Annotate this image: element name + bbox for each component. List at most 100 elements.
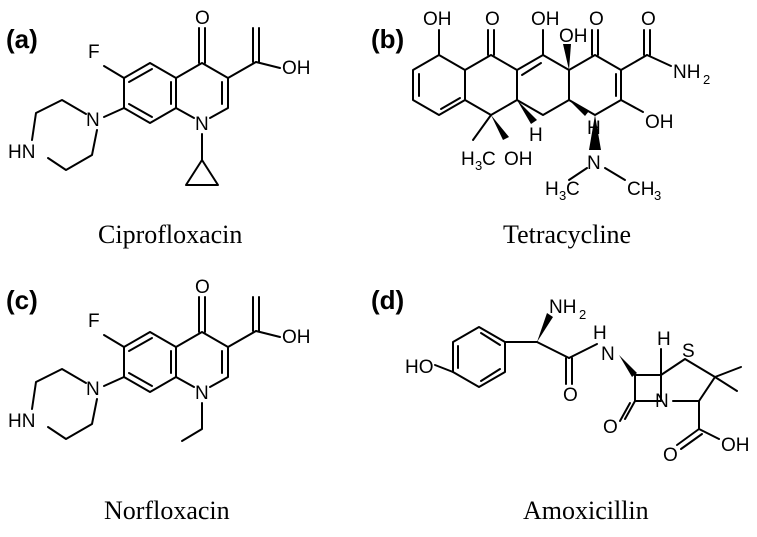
- phenol-ring: [452, 326, 506, 388]
- bond: [434, 364, 454, 373]
- bond: [660, 358, 716, 402]
- amoxicillin-structure: (d) HO NH 2 O H N O N H S: [371, 285, 750, 525]
- bond: [31, 99, 87, 141]
- atom-n-ring: N: [655, 391, 669, 412]
- bond: [103, 334, 125, 348]
- bond: [698, 428, 720, 440]
- bond: [175, 331, 229, 388]
- atom-oh-5: OH: [504, 149, 533, 170]
- atom-n: N: [587, 153, 601, 174]
- bond: [714, 376, 738, 392]
- panel-norfloxacin: (c) O OH F N HN N Norfloxacin: [0, 269, 378, 537]
- atom-o-amide: O: [563, 385, 578, 406]
- atom-o-1: O: [485, 9, 500, 30]
- bond: [227, 330, 257, 348]
- bond: [568, 54, 622, 116]
- atom-oh-3: OH: [559, 26, 588, 47]
- atom-nh2: NH: [673, 62, 700, 83]
- bond: [175, 107, 195, 119]
- panel-label-c: (c): [6, 285, 38, 315]
- ciprofloxacin-structure: (a) O OH F N HN N Ciprofloxacin: [6, 8, 311, 249]
- atom-ho: HO: [405, 357, 434, 378]
- atom-n-piperazine: N: [86, 379, 100, 400]
- bond: [412, 54, 466, 116]
- bond: [620, 99, 644, 113]
- bond: [103, 107, 125, 118]
- atom-nh2: NH: [549, 297, 576, 318]
- atom-h3c-subscript: 3: [475, 158, 482, 173]
- atom-h: H: [657, 329, 671, 350]
- atom-n-amide: N: [601, 344, 615, 365]
- bond: [103, 376, 125, 387]
- norfloxacin-structure: (c) O OH F N HN N Norfloxacin: [6, 277, 311, 525]
- atom-h3c-c: C: [482, 149, 496, 170]
- bond: [255, 61, 281, 69]
- panel-label-d: (d): [371, 285, 404, 315]
- bond: [103, 65, 125, 79]
- atom-nh: H: [593, 323, 607, 344]
- wedge-bond: [517, 100, 537, 124]
- atom-h3c: H: [461, 149, 475, 170]
- atom-nh2-subscript: 2: [703, 72, 710, 87]
- bond: [568, 167, 588, 181]
- atom-oh-4: OH: [645, 112, 674, 133]
- atom-ch3-subscript: 3: [654, 188, 661, 203]
- atom-n-ring: N: [195, 383, 209, 404]
- panel-ciprofloxacin: (a) O OH F N HN N Ciprofloxacin: [0, 0, 378, 268]
- panel-tetracycline: (b) OH O OH OH O O NH 2: [371, 0, 757, 268]
- atom-o-keto: O: [195, 277, 210, 298]
- bond: [128, 68, 153, 83]
- atom-o-keto: O: [195, 8, 210, 29]
- bond: [536, 341, 570, 359]
- bond: [646, 54, 672, 67]
- bond: [604, 167, 626, 181]
- atom-nh2-subscript: 2: [579, 307, 586, 322]
- bond: [472, 114, 492, 141]
- bond: [175, 62, 229, 119]
- wedge-bond: [537, 313, 553, 342]
- atom-hn: HN: [8, 411, 35, 432]
- atom-s: S: [682, 341, 695, 362]
- bond: [255, 330, 281, 338]
- bond: [128, 372, 153, 387]
- bond: [680, 433, 703, 450]
- wedge-bond: [563, 44, 571, 70]
- wedge-bond: [589, 115, 601, 150]
- bond: [480, 368, 501, 382]
- compound-name: Norfloxacin: [104, 496, 230, 525]
- atom-h3c-2-subscript: 3: [559, 188, 566, 203]
- ethyl-group: [181, 402, 203, 442]
- atom-o-lactam: O: [603, 417, 618, 438]
- bond: [480, 332, 501, 346]
- bond: [123, 62, 177, 124]
- atom-oh: OH: [721, 435, 750, 456]
- atom-hn: HN: [8, 142, 35, 163]
- bond: [47, 129, 98, 171]
- panel-amoxicillin: (d) HO NH 2 O H N O N H S: [371, 269, 757, 537]
- bond: [175, 376, 195, 388]
- tetracycline-structure: (b) OH O OH OH O O NH 2: [371, 9, 710, 249]
- panel-label-b: (b): [371, 24, 404, 54]
- bond: [516, 54, 570, 116]
- panel-label-a: (a): [6, 24, 38, 54]
- bond: [31, 368, 87, 410]
- compound-name: Ciprofloxacin: [98, 220, 242, 249]
- bond: [440, 97, 461, 110]
- wedge-bond: [569, 100, 589, 116]
- atom-o-2: O: [589, 9, 604, 30]
- bond: [620, 54, 648, 71]
- cyclopropyl-ring: [185, 159, 219, 186]
- bond: [619, 402, 631, 422]
- atom-n-ring: N: [195, 114, 209, 135]
- bond: [47, 398, 98, 440]
- compound-name: Amoxicillin: [523, 496, 649, 525]
- atom-oh: OH: [282, 58, 311, 79]
- bond: [521, 62, 542, 76]
- atom-oh-2: OH: [531, 9, 560, 30]
- bond: [714, 366, 742, 378]
- atom-f: F: [88, 42, 100, 63]
- atom-h-1: H: [529, 125, 543, 146]
- atom-h3c-2-c: C: [566, 179, 580, 200]
- bond: [227, 61, 257, 79]
- atom-oh: OH: [282, 327, 311, 348]
